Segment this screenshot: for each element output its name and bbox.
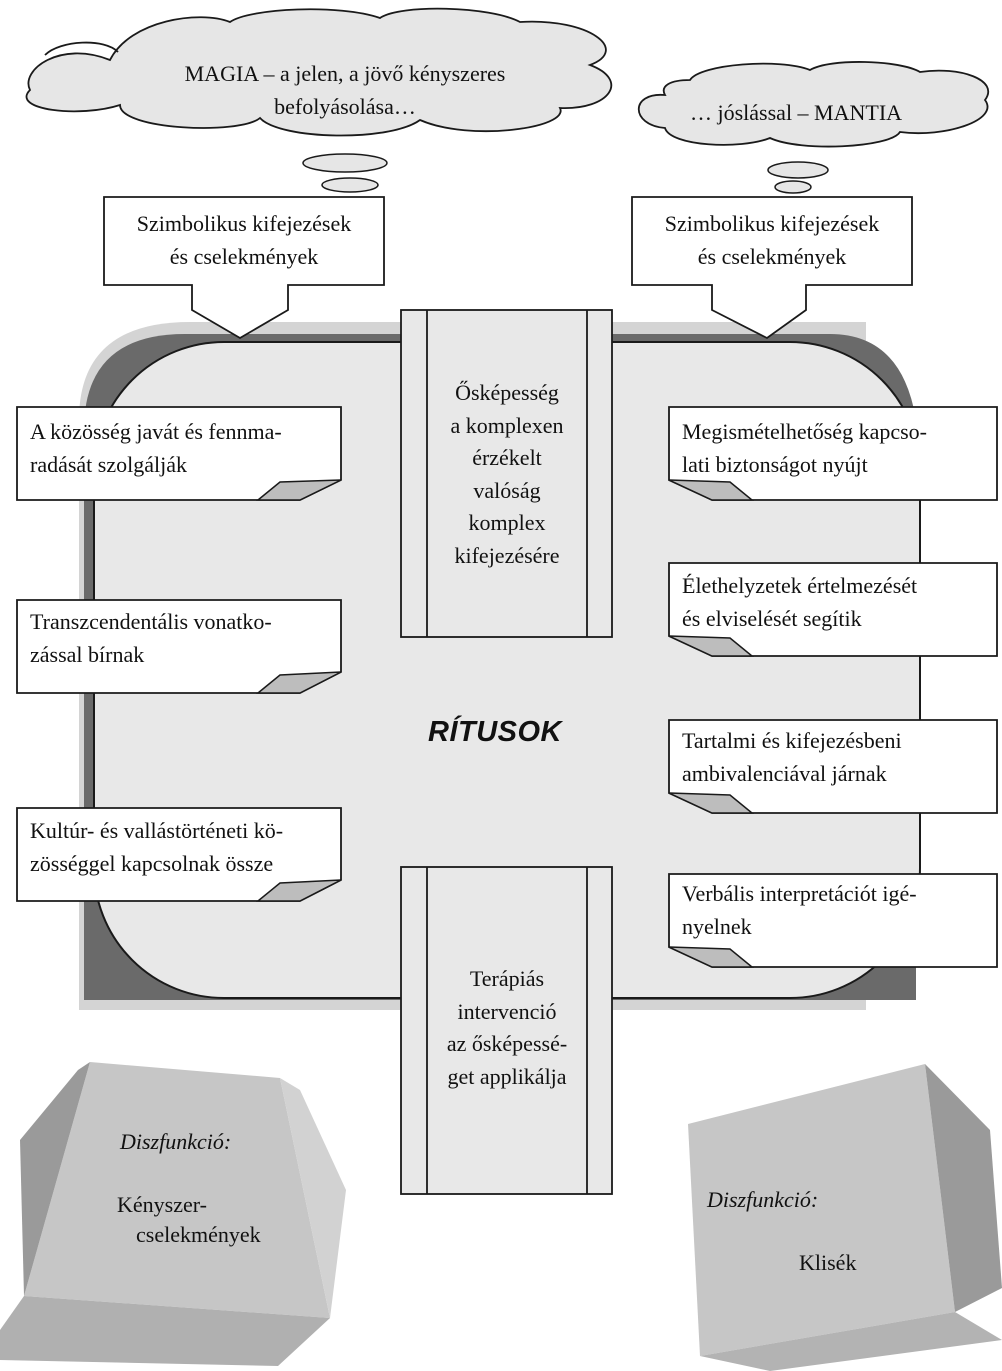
thought-bubble-left-2 — [321, 177, 379, 193]
block-right — [688, 1064, 1002, 1371]
note-box-right-2 — [668, 562, 998, 657]
mantia-text: … jóslással – MANTIA — [690, 100, 903, 125]
ritusok-label: RÍTUSOK — [428, 716, 562, 748]
left-note-3-text: Kultúr- és vallástörténeti kö-zösséggel … — [30, 818, 284, 876]
block-left-line1: Kényszer- — [117, 1192, 207, 1217]
right-note-4-text: Verbális interpretációt igé-nyelnek — [682, 881, 917, 939]
magia-cloud — [25, 7, 613, 137]
magia-text: MAGIA – a jelen, a jövő kényszeres befol… — [184, 61, 506, 119]
note-box-left-2 — [16, 599, 342, 694]
block-right-line1: Klisék — [799, 1250, 857, 1275]
callout-arrow-left — [103, 196, 385, 340]
note-box-right-4 — [668, 873, 998, 968]
block-left-heading: Diszfunkció: — [120, 1129, 232, 1154]
thought-bubble-right-1 — [767, 161, 829, 179]
block-left — [0, 1062, 346, 1366]
pillar-bottom — [400, 866, 613, 1195]
mantia-cloud — [638, 61, 989, 148]
left-note-1-text: A közösség javát és fennma-radását szolg… — [30, 419, 282, 477]
callout-arrow-right — [631, 196, 913, 340]
thought-bubble-right-2 — [774, 180, 812, 194]
right-note-1-text: Megismételhetőség kapcso-lati biztonságo… — [682, 419, 927, 477]
pillar-top — [400, 309, 613, 638]
block-right-heading: Diszfunkció: — [707, 1187, 819, 1212]
note-box-left-3 — [16, 807, 342, 902]
left-note-2-text: Transzcendentális vonatko-zással bírnak — [30, 609, 272, 667]
note-box-right-1 — [668, 406, 998, 501]
block-left-line2: cselekmények — [136, 1222, 261, 1247]
note-box-left-1 — [16, 406, 342, 501]
thought-bubble-left-1 — [302, 153, 388, 173]
note-box-right-3 — [668, 719, 998, 814]
